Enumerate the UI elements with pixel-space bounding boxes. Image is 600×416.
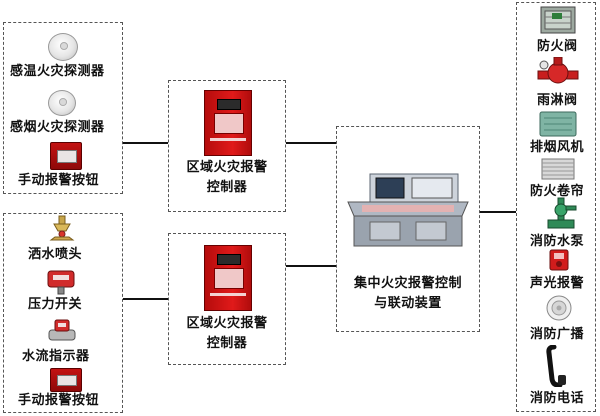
zone-controller-subtitle: 控制器 xyxy=(206,180,248,195)
heat-detector-label: 感温火灾探测器 xyxy=(10,64,105,79)
audible-visual-alarm-icon xyxy=(549,249,569,271)
connector-line xyxy=(123,298,168,300)
fire-damper-icon xyxy=(540,6,576,34)
central-console-icon xyxy=(347,173,469,247)
central-controller-title: 集中火灾报警控制 xyxy=(353,276,462,291)
sensor-group-top xyxy=(3,22,123,194)
connector-line xyxy=(123,142,168,144)
deluge-valve-icon xyxy=(537,57,579,84)
fire-telephone-icon xyxy=(546,345,566,387)
manual-alarm-button-label: 手动报警按钮 xyxy=(18,173,100,188)
zone-controller-subtitle: 控制器 xyxy=(206,336,248,351)
connector-line xyxy=(480,211,516,213)
central-controller-box xyxy=(336,126,480,332)
water-flow-indicator-icon xyxy=(48,319,76,341)
audible-visual-alarm-label: 声光报警 xyxy=(530,276,585,291)
fire-damper-label: 防火阀 xyxy=(537,39,578,54)
linkage-device-group xyxy=(516,2,596,412)
zone-controller-box xyxy=(168,80,286,212)
zone-controller-title: 区域火灾报警 xyxy=(186,160,268,175)
pressure-switch-icon xyxy=(47,270,75,295)
manual-alarm-button-icon xyxy=(50,142,82,170)
zone-controller-panel-icon xyxy=(204,245,252,311)
fire-telephone-label: 消防电话 xyxy=(530,391,585,406)
connector-line xyxy=(286,142,336,144)
fire-broadcast-label: 消防广播 xyxy=(530,327,585,342)
fire-broadcast-speaker-icon xyxy=(546,295,572,321)
sprinkler-label: 洒水喷头 xyxy=(28,247,83,262)
zone-controller-box xyxy=(168,233,286,365)
central-controller-subtitle: 与联动装置 xyxy=(374,296,442,311)
heat-detector-icon xyxy=(48,33,78,61)
fire-pump-label: 消防水泵 xyxy=(530,234,585,249)
sensor-group-bottom xyxy=(3,213,123,413)
smoke-exhaust-fan-icon xyxy=(539,111,577,137)
water-flow-indicator-label: 水流指示器 xyxy=(22,349,90,364)
manual-alarm-button-label: 手动报警按钮 xyxy=(18,393,100,408)
smoke-detector-icon xyxy=(48,90,76,116)
zone-controller-panel-icon xyxy=(204,90,252,156)
fire-pump-icon xyxy=(547,197,577,229)
sprinkler-icon xyxy=(49,215,75,241)
connector-line xyxy=(286,265,336,267)
smoke-exhaust-fan-label: 排烟风机 xyxy=(530,140,585,155)
fire-shutter-icon xyxy=(541,158,575,180)
smoke-detector-label: 感烟火灾探测器 xyxy=(10,120,105,135)
deluge-valve-label: 雨淋阀 xyxy=(537,93,578,108)
pressure-switch-label: 压力开关 xyxy=(28,297,83,312)
zone-controller-title: 区域火灾报警 xyxy=(186,316,268,331)
manual-alarm-button-icon xyxy=(50,368,82,392)
fire-shutter-label: 防火卷帘 xyxy=(530,184,585,199)
